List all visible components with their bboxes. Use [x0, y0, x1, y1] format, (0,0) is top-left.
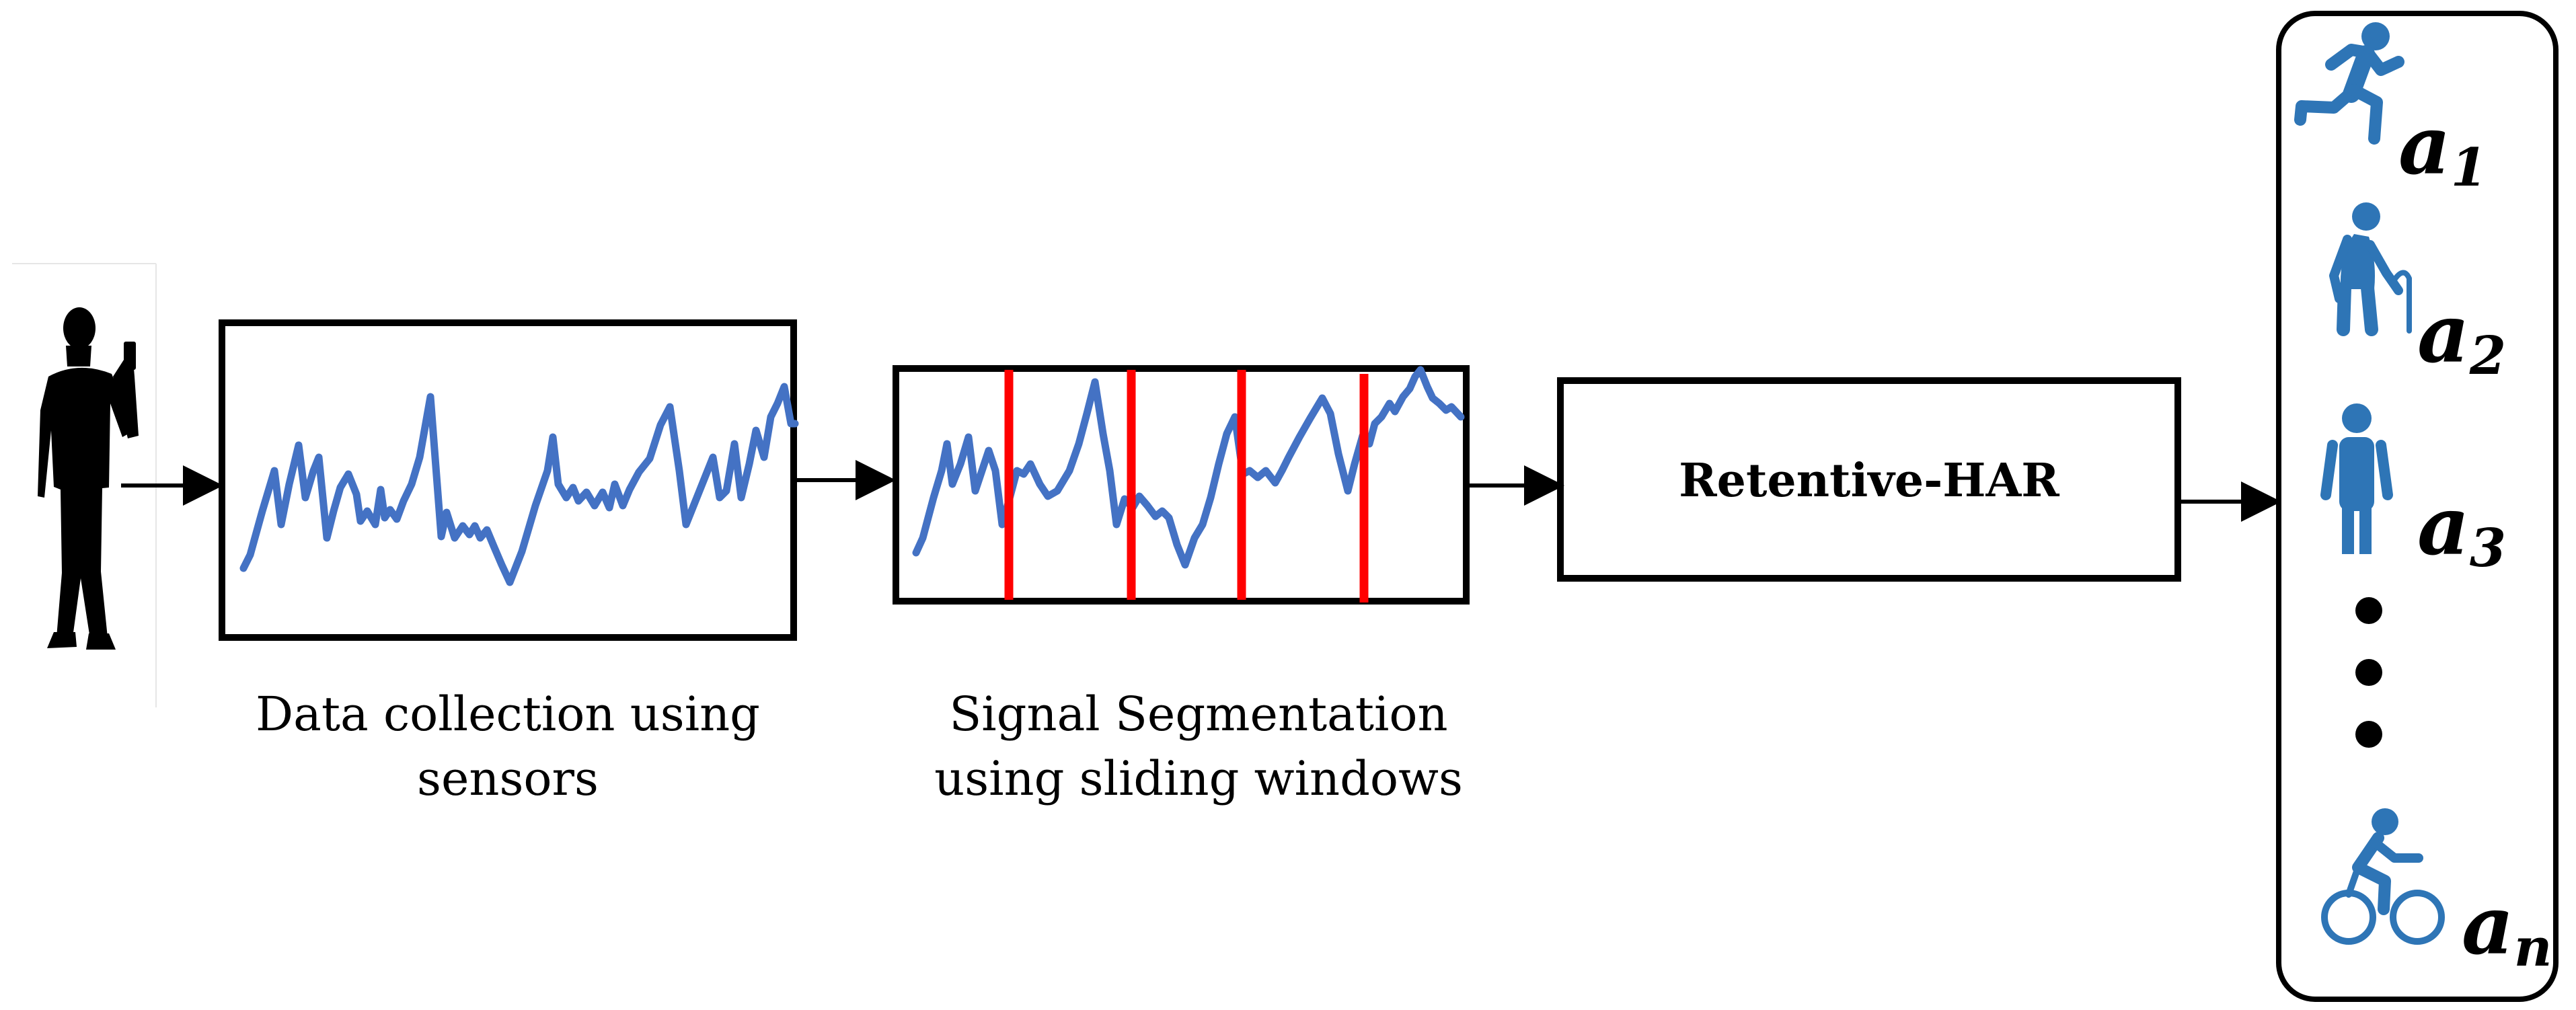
activity-label-a2: a2: [2417, 286, 2506, 387]
activity-letter: a: [2398, 98, 2451, 193]
segmented-signal-line: [912, 366, 1465, 569]
retentive-har-label: Retentive-HAR: [1679, 454, 2059, 508]
raw-signal-line: [239, 383, 799, 586]
caption-line: Data collection using: [255, 687, 760, 742]
data-collection-box: [219, 319, 797, 641]
data-collection-caption: Data collection using sensors: [222, 682, 794, 811]
person-cycling-icon: [2321, 808, 2445, 945]
segmentation-box: [893, 365, 1470, 605]
person-with-phone-icon: [38, 307, 139, 650]
sliding-window-dividers: [1004, 370, 1369, 603]
standing-person-icon: [2320, 403, 2393, 554]
activity-subscript: 1: [2451, 137, 2487, 198]
activities-panel: [2276, 11, 2559, 1002]
activity-subscript: n: [2514, 917, 2552, 978]
activity-letter: a: [2417, 286, 2470, 381]
caption-line: using sliding windows: [934, 751, 1463, 806]
activity-letter: a: [2417, 479, 2470, 574]
caption-line: Signal Segmentation: [949, 687, 1448, 742]
more-activities-ellipsis: [2355, 597, 2382, 748]
caption-line: sensors: [417, 751, 599, 806]
activity-letter: a: [2462, 878, 2514, 973]
segmentation-caption: Signal Segmentation using sliding window…: [896, 682, 1501, 811]
ellipsis-dot: [2355, 659, 2382, 686]
activity-subscript: 2: [2469, 325, 2506, 387]
ellipsis-dot: [2355, 597, 2382, 624]
ellipsis-dot: [2355, 721, 2382, 748]
running-person-icon: [2294, 22, 2404, 145]
elderly-person-with-cane-icon: [2329, 202, 2412, 336]
activity-label-a3: a3: [2417, 479, 2506, 579]
activity-subscript: 3: [2470, 518, 2506, 579]
activity-label-an: an: [2462, 878, 2552, 978]
retentive-har-box: [1557, 377, 2181, 582]
activity-label-a1: a1: [2398, 98, 2487, 198]
